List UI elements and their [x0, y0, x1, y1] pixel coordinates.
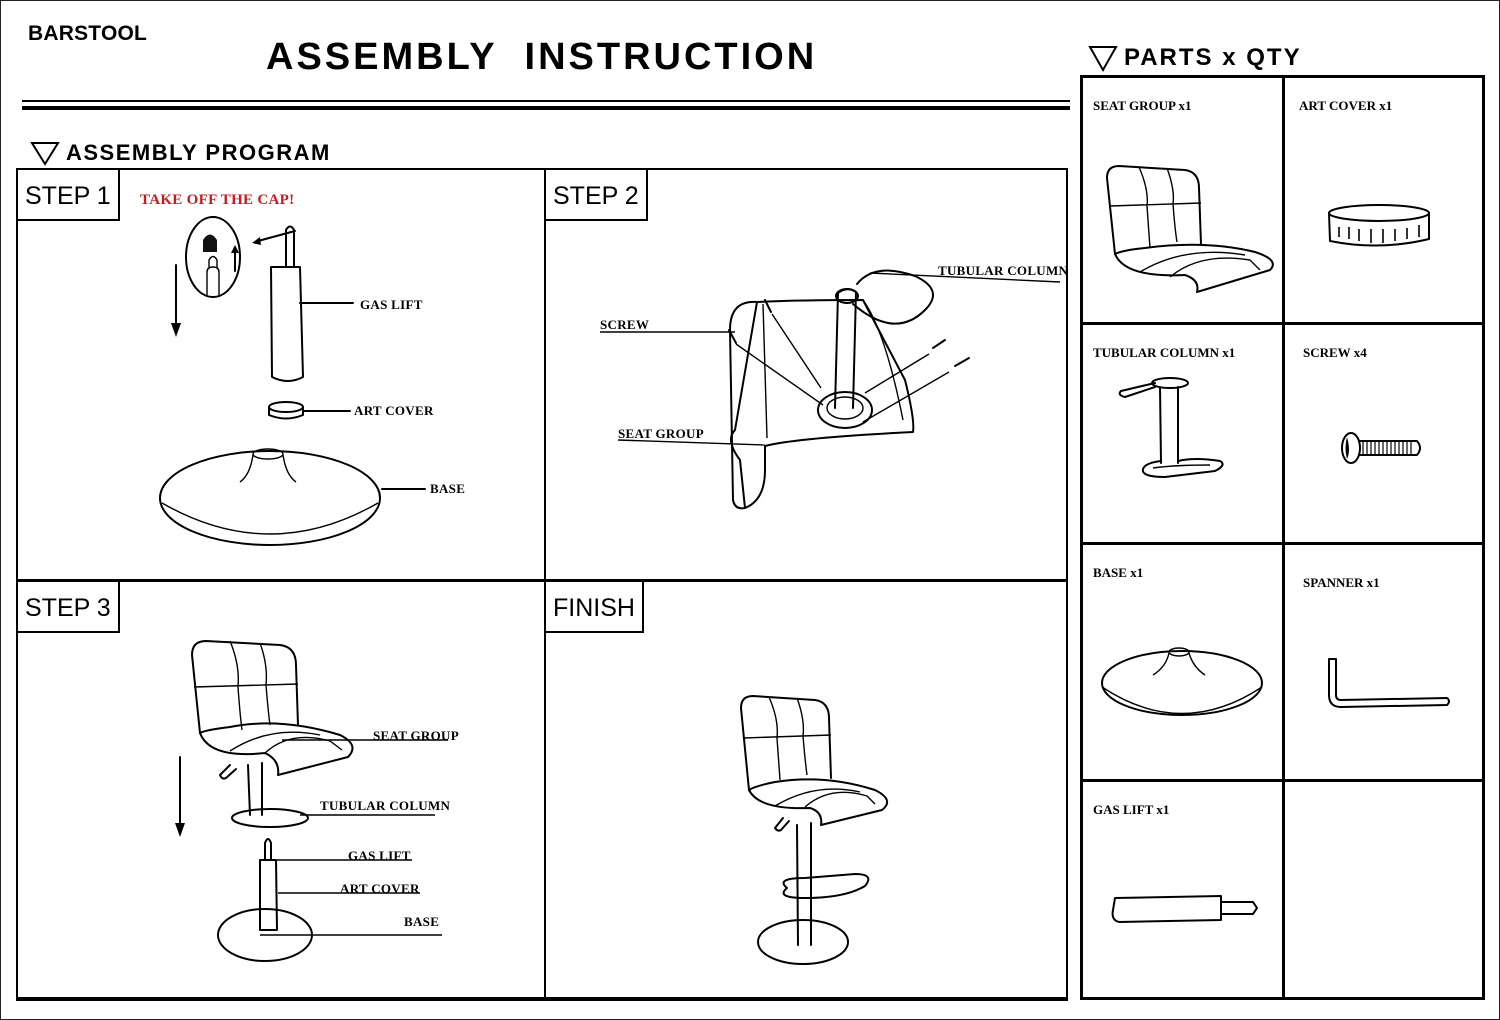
- part-cell-base: BASE x1: [1083, 545, 1285, 782]
- part-label: BASE x1: [1093, 565, 1144, 580]
- divider: [22, 100, 1070, 102]
- part-label: GAS LIFT x1: [1093, 802, 1170, 817]
- callout-tubular-column: TUBULAR COLUMN: [938, 263, 1069, 278]
- step-1-label: STEP 1: [18, 170, 120, 221]
- spanner-icon: [1328, 658, 1450, 708]
- part-label: ART COVER x1: [1299, 98, 1393, 113]
- part-label: SPANNER x1: [1303, 575, 1380, 590]
- product-name: BARSTOOL: [28, 22, 148, 45]
- callout-art-cover: ART COVER: [354, 403, 434, 418]
- art-cover-icon: [1328, 204, 1430, 247]
- part-label: TUBULAR COLUMN x1: [1093, 345, 1236, 360]
- grid-divider: [16, 579, 1068, 582]
- finished-barstool-image: [740, 695, 889, 965]
- divider: [22, 106, 1070, 110]
- warning-text: TAKE OFF THE CAP!: [140, 192, 295, 208]
- parts-heading: PARTS x QTY: [1088, 44, 1302, 73]
- section-title: PARTS x QTY: [1124, 44, 1302, 71]
- part-cell-spanner: SPANNER x1: [1285, 545, 1482, 782]
- tubular-column-icon: [1118, 377, 1224, 478]
- screw-icon: [1341, 432, 1421, 464]
- part-cell-seat-group: SEAT GROUP x1: [1083, 78, 1285, 325]
- callout-screw: SCREW: [600, 317, 650, 332]
- grid-divider: [544, 168, 546, 1001]
- assembly-program-heading: ASSEMBLY PROGRAM: [30, 140, 331, 166]
- callout-base: BASE: [404, 914, 440, 929]
- part-label: SEAT GROUP x1: [1093, 98, 1192, 113]
- step-2-diagram: [600, 269, 1061, 510]
- callout-seat-group: SEAT GROUP: [373, 728, 459, 743]
- triangle-down-icon: [30, 142, 60, 166]
- callout-tubular-column: TUBULAR COLUMN: [320, 798, 451, 813]
- callout-gas-lift: GAS LIFT: [360, 297, 423, 312]
- part-label: SCREW x4: [1303, 345, 1367, 360]
- callout-gas-lift: GAS LIFT: [348, 848, 411, 863]
- finish-label: FINISH: [546, 582, 644, 633]
- section-title: ASSEMBLY PROGRAM: [66, 140, 331, 165]
- screw-icon: [728, 299, 970, 423]
- assembly-grid: [16, 168, 1068, 1001]
- callout-base: BASE: [430, 481, 466, 496]
- parts-table: SEAT GROUP x1 ART COVER x1 TUBULAR COLUM…: [1080, 75, 1485, 1000]
- cap-detail-icon: [185, 216, 241, 298]
- gas-lift-icon: [1111, 895, 1258, 923]
- step-2-label: STEP 2: [546, 170, 648, 221]
- part-cell-screw: SCREW x4: [1285, 325, 1482, 545]
- part-cell-art-cover: ART COVER x1: [1285, 78, 1482, 325]
- callout-art-cover: ART COVER: [340, 881, 420, 896]
- step-3-diagram: [175, 640, 448, 962]
- step-3-label: STEP 3: [18, 582, 120, 633]
- seat-group-icon: [1106, 165, 1274, 293]
- callout-seat-group: SEAT GROUP: [618, 426, 704, 441]
- base-icon: [1101, 647, 1263, 716]
- step-1-diagram: [159, 216, 426, 546]
- part-cell-gas-lift: GAS LIFT x1: [1083, 782, 1285, 997]
- triangle-down-icon: [1088, 46, 1118, 73]
- part-cell-tubular-column: TUBULAR COLUMN x1: [1083, 325, 1285, 545]
- part-cell-empty: [1285, 782, 1482, 997]
- page-title: ASSEMBLY INSTRUCTION: [266, 36, 818, 78]
